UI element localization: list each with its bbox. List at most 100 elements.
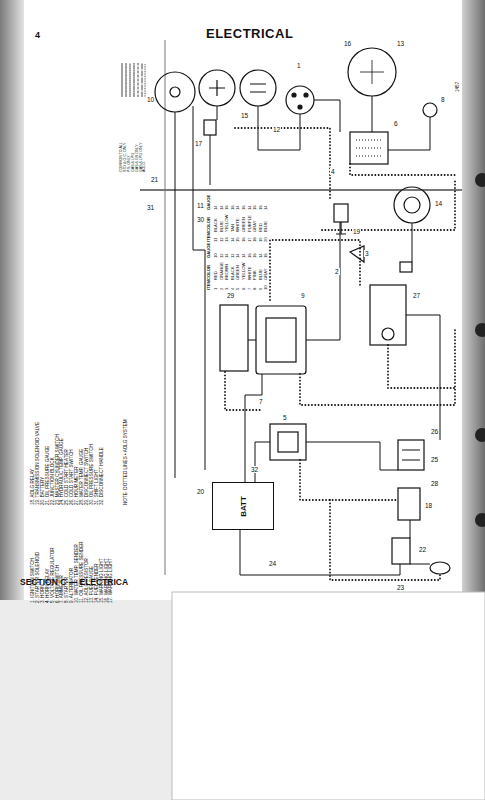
gauge-symbol: [170, 87, 180, 97]
table-header: ITEM: [206, 280, 211, 290]
table-header-holder: GAUGE: [206, 195, 211, 210]
callout-number: 17: [194, 140, 203, 147]
table-cell-holder: 11: [213, 238, 218, 242]
callout-number: 27: [412, 292, 421, 299]
callout-number: 20: [196, 488, 205, 495]
table-cell-holder: 12: [219, 237, 224, 242]
table-cell-holder: 10: [213, 253, 218, 258]
legend-line: [137, 63, 138, 97]
page-number: 4: [35, 30, 40, 40]
table-cell-holder: 1: [213, 288, 218, 290]
wire: [248, 340, 256, 341]
aolg-dotted-wire: [300, 460, 398, 500]
table-cell: GRAY: [263, 268, 268, 280]
table-cell: 16: [252, 253, 257, 258]
table-cell: WHITE: [247, 267, 252, 281]
aolg-dotted-wire: [270, 240, 360, 300]
table-cell-holder: 14: [235, 253, 240, 258]
table-cell-holder: 16: [247, 253, 252, 258]
callout-number-holder: 17: [194, 140, 203, 147]
table-cell: 17: [247, 237, 252, 242]
table-cell: 12: [219, 237, 224, 242]
callout-number-holder: 22: [418, 546, 427, 553]
wire: [175, 112, 176, 478]
table-cell-holder: 14: [241, 253, 246, 258]
callout-number-holder: 10: [146, 96, 155, 103]
callout-number: 28: [430, 480, 439, 487]
table-cell: BLACK: [213, 218, 218, 232]
table-cell: 16: [247, 253, 252, 258]
table-cell: 19: [258, 237, 263, 242]
table-cell: 15: [235, 237, 240, 242]
callout-number: 16: [343, 40, 352, 47]
component-outline: [382, 328, 394, 340]
callout-number-holder: 2: [334, 268, 340, 275]
callout-number: 29: [226, 292, 235, 299]
binder-hole: [475, 323, 485, 337]
wire: [245, 374, 262, 482]
callout-number: 26: [430, 428, 439, 435]
aolg-dotted-wire: [388, 345, 455, 388]
table-cell: 12: [219, 253, 224, 258]
component-outline: [430, 562, 450, 574]
overlay-sheet: [172, 592, 485, 800]
table-cell: GREEN: [235, 265, 240, 280]
page-title: ELECTRICAL: [206, 26, 293, 41]
callout-number: 19: [352, 228, 361, 235]
battery-label: BATT: [238, 496, 247, 517]
callout-number: 10: [146, 96, 155, 103]
legend-text: AOLG: [143, 162, 147, 172]
legend-line-sample: [128, 63, 132, 97]
table-cell: 6: [241, 288, 246, 290]
table-cell: 16: [258, 205, 263, 210]
ignition-switch-symbol: [292, 93, 296, 97]
table-cell-holder: 16: [263, 253, 268, 258]
table-cell: 16: [224, 205, 229, 210]
table-cell: 14: [230, 237, 235, 242]
title-holder: ELECTRICAL: [206, 26, 293, 41]
table-cell-holder: BLACK: [230, 266, 235, 280]
callout-number: 12: [272, 126, 281, 133]
table-cell-holder: WHITE: [235, 219, 240, 233]
table-cell: 7: [247, 288, 252, 290]
table-cell: 14: [219, 205, 224, 210]
component-outline: [334, 204, 348, 222]
aolg-dotted-wire: [322, 180, 455, 230]
table-cell-holder: WHITE: [247, 267, 252, 281]
table-cell: 14: [224, 253, 229, 258]
callout-number: 21: [150, 176, 159, 183]
frame-line: [140, 40, 462, 575]
component-outline: [204, 120, 450, 574]
callout-number: 5: [282, 414, 288, 421]
note-text-holder: NOTE: DOTTED LINES • AOLG SYSTEM: [124, 419, 129, 505]
table-cell: 11: [213, 238, 218, 242]
table-header: COLOR: [206, 217, 211, 232]
component-outline: [402, 450, 420, 460]
wire: [412, 223, 413, 262]
wire: [175, 96, 440, 575]
callout-number-holder: 11: [196, 202, 205, 209]
callout-number: 4: [330, 168, 336, 175]
aolg-dotted-wire: [300, 330, 455, 405]
component-outline: [220, 305, 248, 371]
drawing-number-holder: 1457: [456, 82, 461, 92]
callout-number: 18: [424, 502, 433, 509]
table-cell: 16: [252, 205, 257, 210]
table-cell-holder: 14: [213, 205, 218, 210]
component-outline: [270, 424, 306, 460]
gauge-symbol: [423, 103, 437, 117]
table-cell: RED: [213, 271, 218, 280]
frame-line: [140, 189, 462, 191]
table-cell: 14: [247, 205, 252, 210]
legend-line: [122, 63, 123, 97]
table-cell: GRAY: [252, 220, 257, 232]
table-cell-holder: 14: [224, 253, 229, 258]
table-cell-holder: 2: [219, 288, 224, 290]
table-cell-holder: 18: [252, 237, 257, 242]
table-cell: 16: [230, 205, 235, 210]
table-cell-holder: 10: [263, 285, 268, 290]
binder-hole: [475, 173, 485, 187]
table-cell-holder: RED: [213, 271, 218, 280]
